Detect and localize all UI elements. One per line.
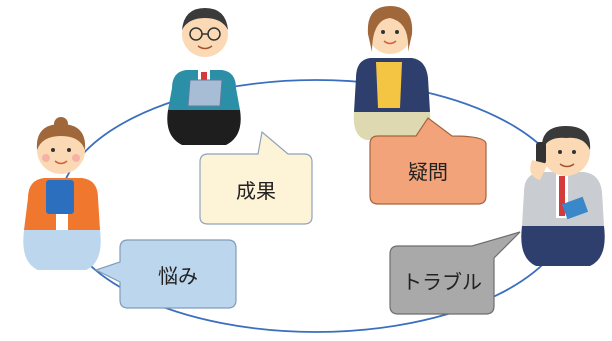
bubble-trouble [389, 231, 521, 315]
person-woman-orange-icon [23, 117, 101, 270]
person-glasses-teal-icon [167, 8, 241, 145]
bubble-worry [94, 239, 237, 309]
person-woman-navy-icon [353, 6, 431, 140]
bubble-question [369, 117, 487, 205]
bubble-results [199, 130, 313, 225]
person-man-phone-icon [521, 126, 605, 266]
